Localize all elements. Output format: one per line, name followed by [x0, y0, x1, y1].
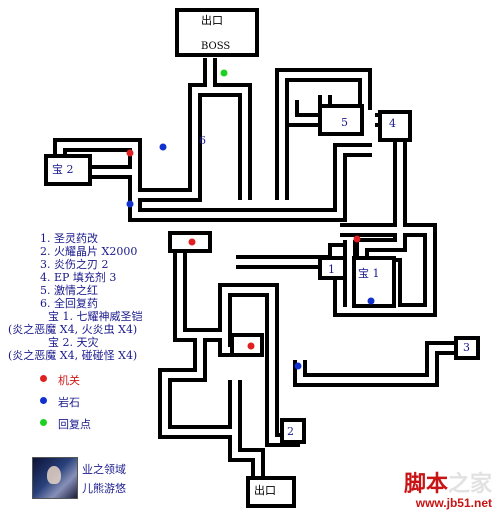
exit-bottom-label: 出口 — [254, 484, 276, 497]
treasure-1-detail: (炎之恶魔 X4, 火炎虫 X4) — [8, 323, 138, 336]
room-number-4: 4 — [389, 117, 396, 130]
switch-pocket — [230, 333, 264, 357]
room-5 — [318, 104, 364, 136]
treasure-1-title: 宝 1. 七耀神威圣铠 — [48, 310, 143, 323]
recovery-point-marker — [220, 69, 228, 77]
legend-key-label: 岩石 — [58, 396, 80, 409]
item-legend: 1. 圣灵药改 2. 火耀晶片 X2000 3. 炎伤之刃 2 4. EP 填充… — [8, 232, 143, 362]
room-number-3: 3 — [463, 341, 470, 354]
room-1-area — [318, 256, 347, 280]
room-number-6: 6 — [199, 134, 206, 147]
room-number-2: 2 — [287, 425, 294, 438]
room-number-1: 1 — [328, 263, 335, 276]
switch-marker — [353, 235, 361, 243]
green-dot-icon — [40, 419, 47, 426]
author-avatar — [32, 457, 78, 499]
legend-item: 6. 全回复药 — [40, 297, 98, 310]
legend-key-label: 机关 — [58, 374, 80, 387]
treasure-2-label: 宝 2 — [52, 163, 74, 176]
map-markers — [126, 69, 375, 370]
switch-marker — [188, 238, 196, 246]
watermark-url: www.jb51.net — [415, 496, 492, 510]
exit-top-room — [175, 8, 259, 57]
room-3 — [454, 336, 480, 360]
room-4 — [378, 110, 412, 142]
boss-label: BOSS — [201, 41, 231, 52]
rock-marker — [126, 200, 134, 208]
rock-marker — [159, 143, 167, 151]
legend-key-label: 回复点 — [58, 418, 91, 431]
exit-bottom-room — [246, 476, 296, 508]
site-watermark: 脚本之家 www.jb51.net — [404, 466, 492, 510]
treasure-2-title: 宝 2. 天灾 — [48, 336, 99, 349]
switch-marker — [247, 342, 255, 350]
legend-item: 5. 激情之红 — [40, 284, 98, 297]
treasure-1-label: 宝 1 — [358, 267, 380, 280]
watermark-site-name: 脚本之家 — [403, 472, 492, 497]
legend-item: 3. 炎伤之刃 2 — [40, 258, 109, 271]
treasure-1-room — [352, 256, 396, 308]
map-rooms — [44, 8, 480, 508]
legend-item: 4. EP 填充剂 3 — [40, 271, 117, 284]
rock-marker — [294, 362, 302, 370]
red-dot-icon — [40, 375, 47, 382]
room-2 — [280, 418, 306, 444]
exit-top-label: 出口 — [201, 14, 223, 27]
legend-item: 1. 圣灵药改 — [40, 232, 98, 245]
legend-item: 2. 火耀晶片 X2000 — [40, 245, 138, 258]
rock-marker — [367, 297, 375, 305]
treasure-2-detail: (炎之恶魔 X4, 碰碰怪 X4) — [8, 349, 138, 362]
author-line-1: 业之领域 — [82, 463, 126, 476]
room-number-5: 5 — [341, 116, 348, 129]
author-line-2: 儿熊游悠 — [82, 482, 126, 495]
switch-marker — [126, 149, 134, 157]
treasure-2-room — [44, 154, 92, 186]
blue-dot-icon — [40, 397, 47, 404]
